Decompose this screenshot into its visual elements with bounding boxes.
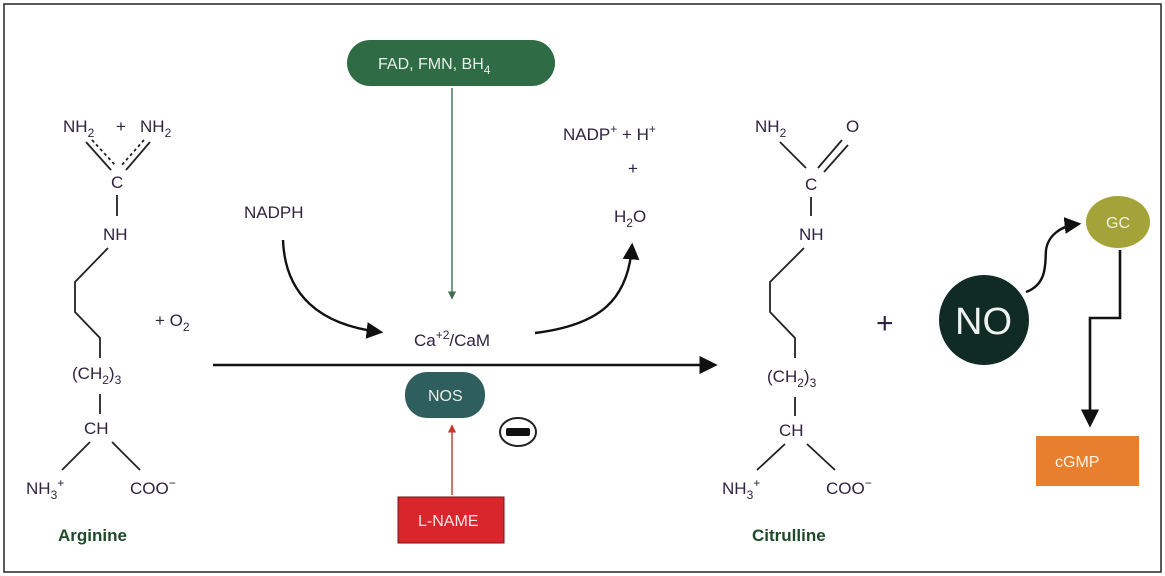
- no-to-gc-arrow: [1025, 217, 1082, 294]
- cgmp-label: cGMP: [1055, 454, 1099, 471]
- citrulline-ch2-3: (CH2)3: [767, 367, 817, 390]
- water-plus: +: [628, 159, 638, 178]
- citrulline-nh3: NH3+: [722, 476, 760, 502]
- nadp-label: NADP+ + H+: [563, 122, 656, 144]
- citrulline-chain: [769, 247, 805, 358]
- nadph-label: NADPH: [244, 203, 304, 222]
- citrulline-double-bond-b: [823, 144, 849, 173]
- cofactors-pill-shape: [347, 40, 555, 86]
- lname-shape: [397, 496, 505, 544]
- cgmp-box: cGMP: [1036, 436, 1139, 486]
- arginine-nh2-plus: +: [116, 117, 126, 136]
- citrulline-bond: [779, 141, 807, 169]
- arginine-ch: CH: [84, 419, 109, 438]
- gc-shape: [1086, 196, 1150, 248]
- arginine-carbon: C: [111, 173, 123, 192]
- diagram-border: [3, 3, 1162, 573]
- arginine-nh2-left: NH2: [63, 117, 95, 140]
- cofactors-pill: FAD, FMN, BH4: [347, 40, 555, 86]
- citrulline-oxygen: O: [846, 117, 859, 136]
- guanylyl-cyclase: GC: [1086, 196, 1150, 248]
- nadph-arrow: [281, 239, 384, 339]
- plus-no: +: [876, 307, 894, 340]
- gc-to-cgmp-arrow: [1080, 250, 1122, 428]
- nos-label: NOS: [428, 388, 463, 405]
- citrulline-bond: [806, 443, 836, 471]
- arginine-label: Arginine: [58, 526, 127, 545]
- arginine-ch2-3: (CH2)3: [72, 364, 122, 387]
- citrulline-bond: [756, 443, 786, 471]
- no-label: NO: [955, 301, 1012, 343]
- water-label: H2O: [614, 207, 646, 230]
- cgmp-shape: [1036, 436, 1139, 486]
- ca-cam-label: Ca+2/CaM: [414, 328, 490, 350]
- arginine-bond-left: [85, 141, 112, 171]
- arginine-structure: NH2 + NH2 C NH (CH2)3 CH NH3+ COO− Argin…: [26, 117, 176, 545]
- citrulline-label: Citrulline: [752, 526, 826, 545]
- nitric-oxide: NO: [939, 275, 1029, 365]
- arginine-nh2-right: NH2: [140, 117, 172, 140]
- lname-box: L-NAME: [397, 496, 505, 544]
- no-circle: [939, 275, 1029, 365]
- nos-enzyme: NOS: [405, 372, 485, 418]
- minus-icon: [506, 428, 530, 436]
- citrulline-ch: CH: [779, 421, 804, 440]
- citrulline-structure: NH2 O C NH (CH2)3 CH NH3+ COO− Citrullin…: [722, 117, 872, 545]
- inhibition-sign: [499, 417, 537, 447]
- arginine-bond-right: [125, 141, 151, 171]
- product-arrow: [534, 242, 640, 335]
- arginine-nh3: NH3+: [26, 476, 64, 502]
- citrulline-double-bond-a: [817, 139, 843, 169]
- arginine-coo: COO−: [130, 476, 176, 498]
- lname-label: L-NAME: [418, 513, 478, 530]
- citrulline-carbon: C: [805, 175, 817, 194]
- oxygen-label: + O2: [155, 311, 190, 334]
- citrulline-nh2: NH2: [755, 117, 787, 140]
- arginine-chain: [74, 247, 109, 358]
- citrulline-nh: NH: [799, 225, 824, 244]
- gc-label: GC: [1106, 215, 1130, 232]
- arginine-nh: NH: [103, 225, 128, 244]
- citrulline-coo: COO−: [826, 476, 872, 498]
- arginine-bond: [111, 441, 141, 471]
- arginine-bond: [61, 441, 91, 471]
- cofactors-label: FAD, FMN, BH4: [378, 56, 491, 77]
- nos-pill-shape: [405, 372, 485, 418]
